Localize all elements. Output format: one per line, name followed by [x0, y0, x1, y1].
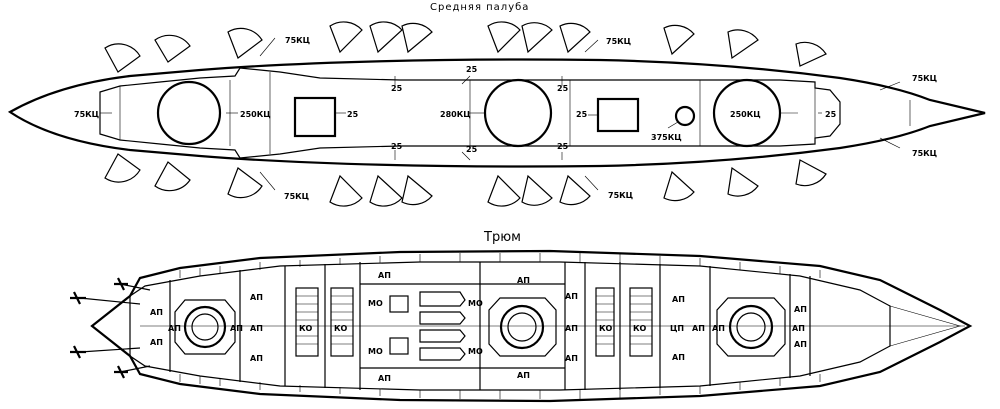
- engine-shapes: [389, 291, 466, 361]
- hatch-aft: [596, 97, 640, 133]
- label-75-stern: 75КЦ: [74, 110, 99, 119]
- deck-hull-outline: [7, 58, 986, 168]
- label-75-bow-bottom: 75КЦ: [912, 149, 937, 158]
- label-75-top-fore: 75КЦ: [285, 36, 310, 45]
- label-250-fore: 250КЦ: [240, 110, 271, 119]
- label-25-e: 25: [466, 65, 478, 74]
- hold-ap-8: АП: [378, 271, 391, 280]
- label-25-c: 25: [825, 110, 837, 119]
- hold-ap-1: АП: [250, 293, 263, 302]
- hold-ap-17: АП: [692, 324, 705, 333]
- hold-ap-14: АП: [565, 354, 578, 363]
- hold-plan: АП АП АП АП АП АП АП АП АП АП АП АП АП А…: [70, 249, 973, 403]
- leader-lines: [100, 37, 901, 191]
- hold-ap-4: АП: [230, 324, 243, 333]
- hold-mo-3: МО: [468, 299, 483, 308]
- label-280: 280КЦ: [440, 110, 471, 119]
- propeller-shafts: [79, 283, 151, 373]
- hold-ap-5: АП: [168, 324, 181, 333]
- label-25-d: 25: [391, 84, 403, 93]
- hold-turret-mid: [488, 297, 557, 357]
- label-25-g: 25: [391, 142, 403, 151]
- hold-ap-9: АП: [378, 374, 391, 383]
- hold-ap-7: АП: [150, 338, 163, 347]
- hold-ap-16: АП: [672, 353, 685, 362]
- deck-guns-top: [104, 21, 827, 73]
- hold-bulkheads: [169, 262, 811, 390]
- hold-ap-20: АП: [794, 305, 807, 314]
- label-25-f: 25: [557, 84, 569, 93]
- hold-ko-3: КО: [599, 324, 613, 333]
- hold-mo-2: МО: [368, 347, 383, 356]
- hold-mo-1: МО: [368, 299, 383, 308]
- hold-ap-6: АП: [150, 308, 163, 317]
- hold-title: Трюм: [484, 230, 521, 245]
- deck-inner-outline: [99, 67, 841, 159]
- boiler-slats: [296, 295, 652, 345]
- hold-ap-19: АП: [792, 324, 805, 333]
- frame-hatching: [179, 253, 821, 399]
- hold-ap-2: АП: [250, 324, 263, 333]
- label-375: 375КЦ: [651, 133, 682, 142]
- label-75-top-aft: 75КЦ: [606, 37, 631, 46]
- label-25-i: 25: [557, 142, 569, 151]
- hold-ko-1: КО: [299, 324, 313, 333]
- hold-ap-10: АП: [517, 276, 530, 285]
- label-25-h: 25: [466, 145, 478, 154]
- hold-turret-aft: [716, 297, 786, 357]
- hold-ap-3: АП: [250, 354, 263, 363]
- hatch-fore: [293, 96, 337, 138]
- hold-ap-12: АП: [565, 292, 578, 301]
- label-25-a: 25: [347, 110, 359, 119]
- hold-ap-15: АП: [672, 295, 685, 304]
- label-75-bow-top: 75КЦ: [912, 74, 937, 83]
- propellers: [70, 277, 128, 379]
- hold-ap-11: АП: [517, 371, 530, 380]
- hold-ko-4: КО: [633, 324, 647, 333]
- label-75-bottom-aft: 75КЦ: [608, 191, 633, 200]
- hold-ko-2: КО: [334, 324, 348, 333]
- middle-deck-plan: 75КЦ 75КЦ 75КЦ 75КЦ 75КЦ 75КЦ 75КЦ 250КЦ…: [7, 21, 986, 207]
- label-25-b: 25: [576, 110, 588, 119]
- boiler-rows: [295, 287, 653, 357]
- hold-tsp: ЦП: [670, 324, 684, 333]
- turret-375: [674, 105, 696, 127]
- hold-ap-18: АП: [712, 324, 725, 333]
- deck-guns-bottom: [104, 153, 827, 207]
- label-75-bottom-fore: 75КЦ: [284, 192, 309, 201]
- middle-deck-title: Средняя палуба: [430, 2, 530, 13]
- hold-turret-fore: [174, 299, 236, 355]
- label-250-aft: 250КЦ: [730, 110, 761, 119]
- hold-mo-4: МО: [468, 347, 483, 356]
- hold-ap-13: АП: [565, 324, 578, 333]
- hold-ap-21: АП: [794, 340, 807, 349]
- hold-hull-outline: [90, 249, 973, 403]
